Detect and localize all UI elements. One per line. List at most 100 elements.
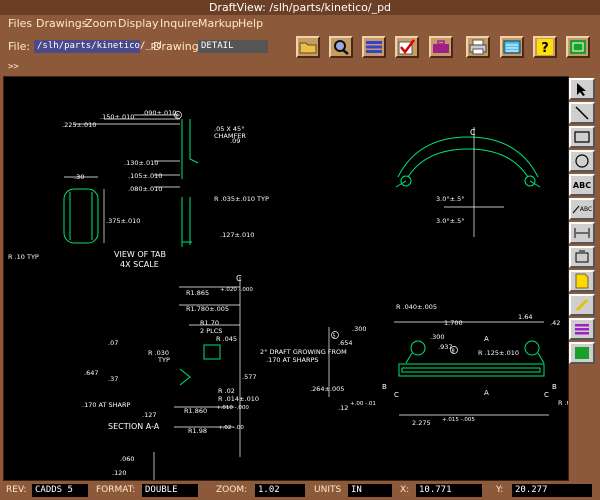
line-tool[interactable]: [569, 102, 595, 124]
dim-r014: R .014±.010: [218, 395, 259, 403]
dim-r1780: R1.780±.005: [186, 305, 229, 313]
clip-icon: [575, 250, 589, 263]
exit-button[interactable]: [566, 36, 590, 58]
zoom-label: ZOOM:: [216, 485, 248, 495]
rectangle-tool[interactable]: [569, 126, 595, 148]
dimension-tool[interactable]: [569, 222, 595, 244]
dim-r125: R .125±.010: [478, 349, 519, 357]
dim-1700: 1.700: [444, 319, 463, 327]
draft-note2: .170 AT SHARPS: [266, 356, 319, 364]
dim-r1865: R1.865: [186, 289, 209, 297]
layers-button[interactable]: [362, 36, 386, 58]
menu-bar: Files Drawings Zoom Display Inquire Mark…: [0, 15, 600, 32]
highlight-tool[interactable]: [569, 294, 595, 316]
drawing-label: Drawing:: [153, 40, 203, 53]
dim-r040: R .040±.005: [396, 303, 437, 311]
status-bar: REV: CADDS 5 FORMAT: DOUBLE ZOOM: 1.02 U…: [0, 481, 600, 500]
menu-inquire[interactable]: Inquire: [160, 17, 199, 30]
drawing-field[interactable]: DETAIL: [198, 40, 268, 53]
tab-view-geometry: [63, 119, 545, 386]
units-label: UNITS: [314, 485, 342, 495]
svg-text:?: ?: [541, 41, 549, 55]
line-icon: [575, 106, 589, 120]
mark-c2: C: [544, 391, 549, 399]
dim-2plcs: 2 PLCS: [200, 327, 222, 335]
leader-text-tool[interactable]: ABC: [569, 198, 595, 220]
window-title: DraftView: /slh/parts/kinetico/_pd: [0, 0, 600, 15]
dim-r09: R .09: [558, 399, 568, 407]
dim-chamfer2: CHAMFER: [214, 132, 246, 140]
dim-164: 1.64: [518, 313, 532, 321]
briefcase-button[interactable]: [429, 36, 453, 58]
dim-r035: R .035±.010 TYP: [214, 195, 269, 203]
menu-drawings[interactable]: Drawings: [36, 17, 88, 30]
help-button[interactable]: ?: [533, 36, 557, 58]
list-button[interactable]: [500, 36, 524, 58]
dim-105: .105±.010: [128, 172, 162, 180]
color-icon: [575, 347, 589, 359]
text-tool[interactable]: ABC: [569, 174, 595, 196]
section-mark-a2: A: [484, 389, 489, 397]
layers-icon: [575, 324, 589, 335]
circle-icon: [575, 154, 589, 168]
menu-display[interactable]: Display: [118, 17, 159, 30]
dim-30: .30: [74, 173, 84, 181]
dim-127b: .127: [142, 411, 156, 419]
balloon-8: 8: [452, 349, 455, 355]
x-label: X:: [400, 485, 410, 495]
command-line[interactable]: >>: [0, 60, 600, 74]
dim-375: .375±.010: [106, 217, 140, 225]
units-value: IN: [348, 484, 392, 497]
layers-icon: [366, 41, 382, 53]
layer-tool[interactable]: [569, 318, 595, 340]
circle-tool[interactable]: [569, 150, 595, 172]
arrow-icon: [577, 83, 586, 96]
format-label: FORMAT:: [96, 485, 136, 495]
dim-r030: R .030: [148, 349, 169, 357]
dim-2275-tol: +.015 -.005: [442, 417, 475, 423]
highlight-icon: [575, 298, 589, 312]
print-button[interactable]: [466, 36, 490, 58]
leader-text-label: ABC: [579, 205, 593, 213]
check-icon: [398, 39, 415, 55]
dim-170-sharp: .170 AT SHARP: [82, 401, 130, 409]
select-tool[interactable]: [569, 78, 595, 100]
centerline-2: C: [236, 274, 242, 283]
dimension-lines: [64, 114, 549, 480]
magnify-button[interactable]: [329, 36, 353, 58]
clip-tool[interactable]: [569, 246, 595, 268]
dim-chamfer: .05 X 45°: [214, 125, 244, 133]
zoom-value: 1.02: [255, 484, 305, 497]
dim-typ: TYP: [157, 356, 170, 364]
balloon-6: 6: [176, 114, 179, 120]
dimension-icon: [574, 228, 590, 238]
dim-937: .937: [438, 343, 452, 351]
briefcase-icon: [433, 40, 449, 53]
color-tool[interactable]: [569, 342, 595, 364]
balloon-5: 5: [333, 334, 336, 340]
list-icon: [503, 40, 521, 54]
magnify-icon: [334, 40, 349, 55]
dim-r198: R1.98: [188, 427, 207, 435]
dim-225: .225±.010: [62, 121, 96, 129]
dim-12-tol: +.00 -.01: [350, 401, 376, 407]
dim-42: .42: [550, 319, 560, 327]
check-button[interactable]: [395, 36, 419, 58]
open-folder-button[interactable]: [296, 36, 320, 58]
file-label: File:: [8, 40, 31, 53]
menu-markup[interactable]: Markup: [198, 17, 239, 30]
section-mark-a1: A: [484, 335, 489, 343]
angle-2: 3.0°±.5°: [436, 217, 465, 225]
file-field[interactable]: /slh/parts/kinetico/_pd: [34, 40, 162, 53]
dim-09: .09: [230, 137, 240, 145]
menu-help[interactable]: Help: [238, 17, 264, 30]
menu-zoom[interactable]: Zoom: [85, 17, 117, 30]
dim-577: .577: [242, 373, 256, 381]
note-tool[interactable]: [569, 270, 595, 292]
print-icon: [469, 39, 487, 55]
drawing-canvas[interactable]: .05 X 45° CHAMFER .150±.010 .090±.010 .2…: [3, 76, 569, 481]
menu-files[interactable]: Files: [8, 17, 33, 30]
mark-b2: B: [552, 383, 557, 391]
format-value: DOUBLE: [142, 484, 198, 497]
rev-label: REV:: [6, 485, 27, 495]
